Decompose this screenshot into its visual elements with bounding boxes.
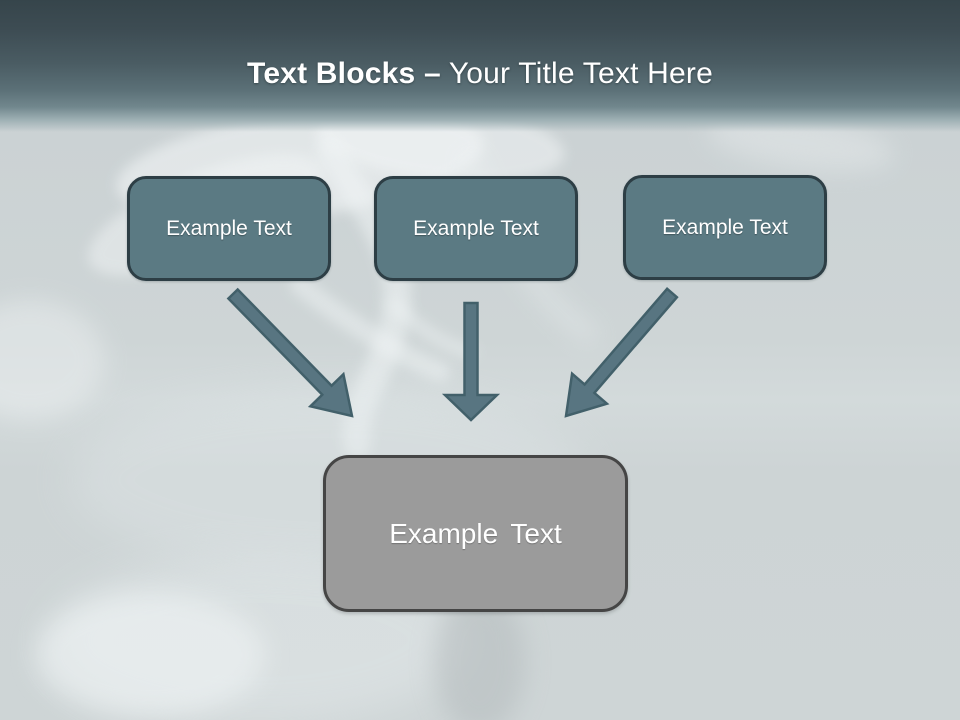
text-block-1-label: Example Text (166, 216, 292, 240)
text-block-2-label: Example Text (413, 216, 539, 240)
text-block-3-label: Example Text (662, 215, 788, 239)
result-block[interactable]: Example Text (323, 455, 628, 612)
slide-title: Text Blocks – Your Title Text Here (0, 54, 960, 94)
text-block-1[interactable]: Example Text (127, 176, 331, 281)
slide-title-subtitle: Your Title Text Here (448, 57, 713, 90)
slide-title-dash: – (423, 57, 441, 90)
text-block-2[interactable]: Example Text (374, 176, 578, 281)
arrow-down-right-icon[interactable] (226, 287, 354, 418)
arrow-down-left-icon[interactable] (564, 287, 679, 418)
slide-title-topic: Text Blocks (247, 57, 416, 90)
title-band (0, 0, 960, 132)
arrow-down-icon[interactable] (441, 301, 501, 422)
text-block-3[interactable]: Example Text (623, 175, 827, 280)
result-block-label: Example Text (389, 517, 562, 549)
